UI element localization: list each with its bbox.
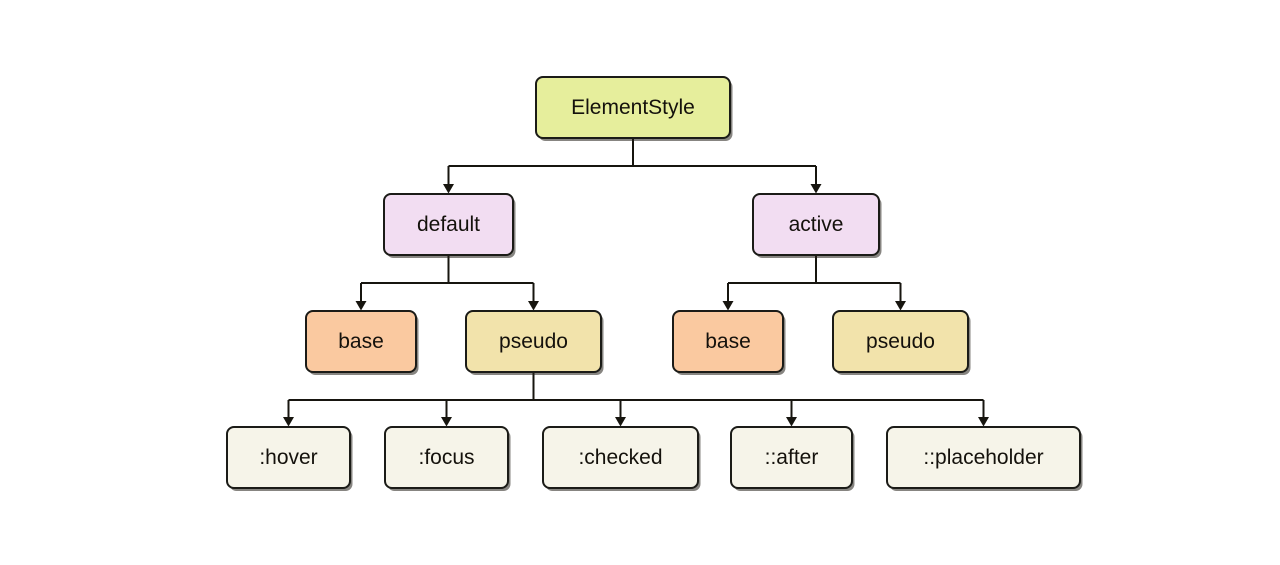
node-default[interactable]: default [383,193,516,258]
node-box-after[interactable] [730,426,853,489]
node-label-checked: :checked [578,446,662,469]
node-label-default-base: base [338,330,384,353]
arrowhead-pseudo-placeholder [978,417,989,427]
arrowhead-default-base-edge [355,301,367,311]
arrowhead-active-pseudo-edge [895,301,906,311]
node-box-active-pseudo[interactable] [832,310,969,373]
arrowhead-active-base-edge [722,301,734,311]
node-root[interactable]: ElementStyle [535,76,733,141]
node-box-root[interactable] [535,76,731,139]
node-box-active[interactable] [752,193,880,256]
edge-group-active [722,255,906,311]
node-label-placeholder: ::placeholder [923,446,1043,469]
edge-group-default-pseudo [283,372,989,427]
arrowhead-pseudo-focus [441,417,452,427]
node-label-active-base: base [705,330,751,353]
node-box-default-pseudo[interactable] [465,310,602,373]
node-active[interactable]: active [752,193,882,258]
node-after[interactable]: ::after [730,426,855,491]
node-label-default: default [417,213,480,236]
nodes-layer: ElementStyle default active base pseudo base p… [226,76,1083,491]
node-label-focus: :focus [418,446,474,469]
node-label-active-pseudo: pseudo [866,330,935,353]
node-checked[interactable]: :checked [542,426,701,491]
node-active-base[interactable]: base [672,310,786,375]
node-box-hover[interactable] [226,426,351,489]
arrowhead-root-active [810,184,822,194]
arrowhead-pseudo-after [786,417,797,427]
node-default-pseudo[interactable]: pseudo [465,310,604,375]
node-box-default-base[interactable] [305,310,417,373]
edges-layer [283,138,989,427]
node-box-active-base[interactable] [672,310,784,373]
node-label-default-pseudo: pseudo [499,330,568,353]
node-focus[interactable]: :focus [384,426,511,491]
node-default-base[interactable]: base [305,310,419,375]
node-hover[interactable]: :hover [226,426,353,491]
arrowhead-root-default [443,184,454,194]
node-box-focus[interactable] [384,426,509,489]
arrowhead-pseudo-checked [615,417,626,427]
node-box-checked[interactable] [542,426,699,489]
edge-group-root [443,138,822,194]
node-label-active: active [789,213,844,236]
node-label-after: ::after [765,446,819,469]
node-placeholder[interactable]: ::placeholder [886,426,1083,491]
node-label-root: ElementStyle [571,96,695,119]
node-label-hover: :hover [259,446,317,469]
edge-group-default [355,255,539,311]
node-box-default[interactable] [383,193,514,256]
node-active-pseudo[interactable]: pseudo [832,310,971,375]
arrowhead-default-pseudo-edge [528,301,539,311]
node-box-placeholder[interactable] [886,426,1081,489]
arrowhead-pseudo-hover [283,417,294,427]
